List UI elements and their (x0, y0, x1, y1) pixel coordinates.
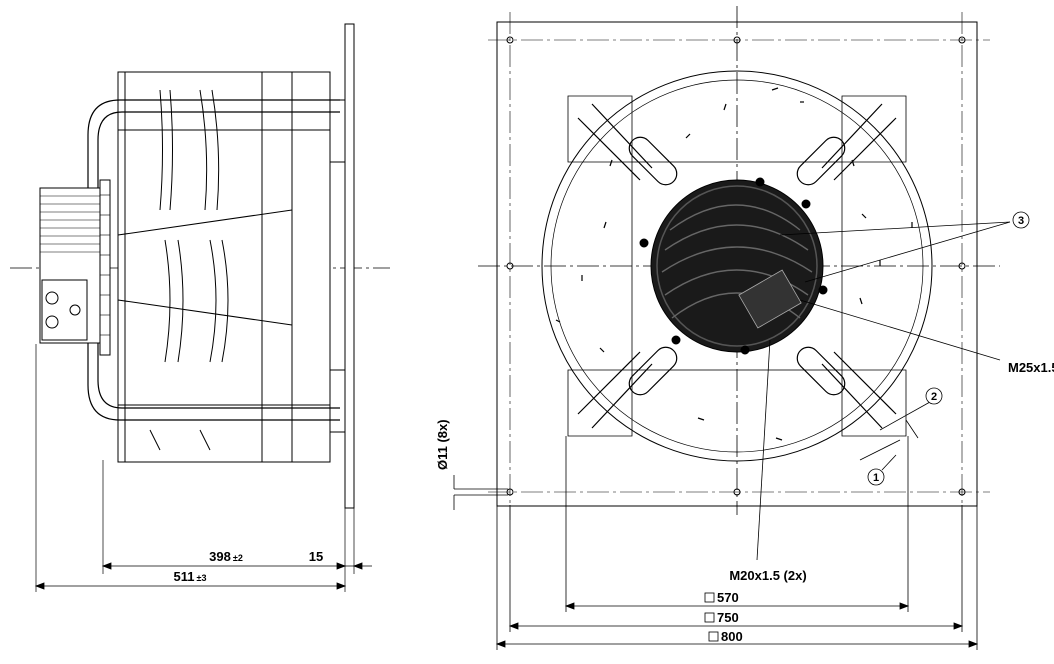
callout-2: 2 (931, 391, 937, 403)
dim-398-tolerance: ±2 (233, 553, 243, 563)
svg-text:511±3: 511±3 (174, 569, 207, 584)
callout-2-circle (925, 387, 943, 405)
callout-3-circle (1012, 211, 1030, 229)
front-dimensions (495, 436, 979, 650)
dim-570: 570 (717, 590, 739, 605)
dim-511-tolerance: ±3 (197, 573, 207, 583)
label-hole: Ø11 (8x) (435, 419, 450, 470)
dim-511-value: 511 (174, 569, 195, 584)
side-dimensions (34, 562, 372, 590)
label-m20: M20x1.5 (2x) (729, 568, 806, 583)
motor-hub (650, 179, 824, 353)
dim-15: 15 (309, 549, 323, 564)
svg-text:398±2: 398±2 (209, 549, 243, 564)
dim-750: 750 (717, 610, 739, 625)
label-m25: M25x1.5 (1008, 360, 1054, 375)
hole-dimension (453, 475, 508, 510)
callout-3: 3 (1018, 215, 1024, 227)
callout-1-circle (867, 468, 885, 486)
side-view (10, 23, 390, 592)
dim-398-value: 398 (209, 549, 231, 564)
side-mounting-plate (344, 23, 355, 509)
callout-1: 1 (873, 472, 879, 484)
front-callouts (756, 211, 1030, 561)
front-view (478, 6, 1000, 520)
dim-800: 800 (721, 629, 743, 644)
inlet-ring (541, 70, 933, 462)
